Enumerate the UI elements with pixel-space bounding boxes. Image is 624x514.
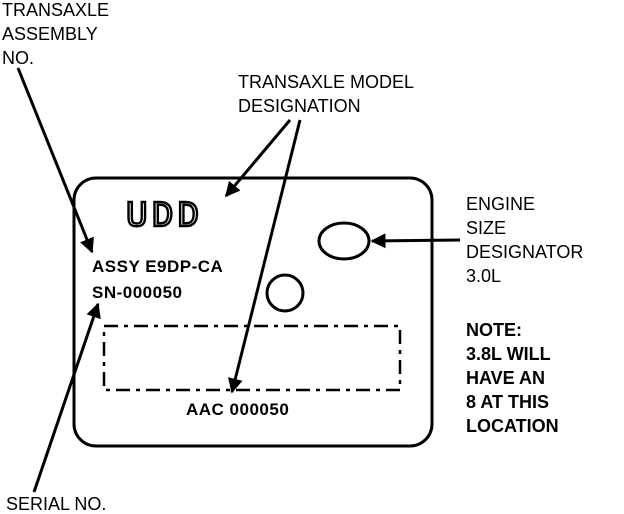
tag-bottom-code: AAC 000050	[186, 400, 289, 419]
engine-size-label-line1: ENGINE	[466, 194, 535, 214]
assembly-number-label: TRANSAXLE ASSEMBLY NO.	[2, 0, 109, 68]
model-designation-label-line1: TRANSAXLE MODEL	[238, 72, 414, 92]
engine-size-label-line2: SIZE	[466, 218, 506, 238]
engine-size-label-line3: DESIGNATOR	[466, 242, 583, 262]
note-line5: LOCATION	[466, 416, 559, 436]
note-line3: HAVE AN	[466, 368, 545, 388]
engine-size-label-line4: 3.0L	[466, 266, 501, 286]
model-leader-to-stamp	[224, 119, 292, 198]
tag-serial-number: SN-000050	[92, 283, 183, 302]
model-designation-label-line2: DESIGNATION	[238, 96, 361, 116]
serial-number-label: SERIAL NO.	[6, 494, 106, 514]
engine-size-label: ENGINE SIZE DESIGNATOR 3.0L	[466, 194, 583, 286]
tag-assy-number: ASSY E9DP-CA	[92, 257, 223, 276]
note-line4: 8 AT THIS	[466, 392, 549, 412]
serial-number-leader	[32, 302, 101, 493]
engine-designator-oval	[317, 221, 371, 261]
engine-size-leader	[370, 233, 461, 249]
note-line1: NOTE:	[466, 320, 522, 340]
model-leader-to-bottom-code	[227, 119, 302, 394]
assembly-number-leader	[16, 67, 94, 254]
note-text: NOTE: 3.8L WILL HAVE AN 8 AT THIS LOCATI…	[466, 320, 559, 436]
assembly-number-label-line1: TRANSAXLE	[2, 0, 109, 20]
mounting-hole	[265, 273, 305, 313]
model-designation-label: TRANSAXLE MODEL DESIGNATION	[238, 72, 414, 116]
assembly-number-label-line3: NO.	[2, 48, 34, 68]
tag-model-code: UDD	[126, 196, 203, 237]
note-line2: 3.8L WILL	[466, 344, 551, 364]
assembly-number-label-line2: ASSEMBLY	[2, 24, 98, 44]
